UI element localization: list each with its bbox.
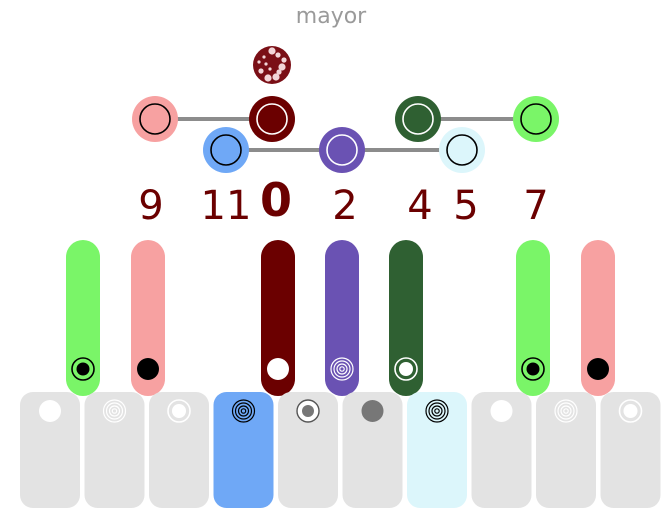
network-node-purple[interactable] [319,127,365,173]
interval-bar-4[interactable] [389,240,423,396]
solid-dot-icon [587,358,609,380]
key-k9[interactable] [536,392,596,508]
key-k1[interactable] [20,392,80,508]
node-disc [249,96,295,142]
network-node-root[interactable] [249,96,295,142]
interval-number-7: 7 [523,182,548,230]
key-k6[interactable] [343,392,403,508]
network-node-cyan[interactable] [439,127,485,173]
grey-dot-icon [362,400,384,422]
solid-dot-icon [137,358,159,380]
white-dot-icon [491,400,513,422]
interval-bar-11[interactable] [131,240,165,396]
bar-fill [325,240,359,396]
node-disc [203,127,249,173]
interval-number-0: 0 [260,176,292,224]
white-dot-icon [267,358,289,380]
key-k4[interactable] [214,392,274,508]
network-node-darkgreen[interactable] [395,96,441,142]
key-k7[interactable] [407,392,467,508]
key-k2[interactable] [85,392,145,508]
network-node-blue[interactable] [203,127,249,173]
interval-bar-9[interactable] [66,240,100,396]
interval-number-5: 5 [453,182,478,230]
node-disc [513,96,559,142]
key-k10[interactable] [601,392,661,508]
network-node-green[interactable] [513,96,559,142]
speckled-circle-icon [253,46,291,84]
interval-bar-0[interactable] [261,240,295,396]
key-k5[interactable] [278,392,338,508]
interval-bar-7[interactable] [516,240,550,396]
node-disc [395,96,441,142]
node-disc [319,127,365,173]
interval-number-11: 11 [201,182,252,230]
interval-number-9: 9 [138,182,163,230]
interval-bar-11b[interactable] [581,240,615,396]
key-k3[interactable] [149,392,209,508]
interval-bar-2[interactable] [325,240,359,396]
node-disc [439,127,485,173]
network-node-pink[interactable] [132,96,178,142]
interval-number-4: 4 [407,182,432,230]
grey-ring-dot-icon [297,400,319,422]
node-disc [132,96,178,142]
key-k8[interactable] [472,392,532,508]
white-dot-icon [39,400,61,422]
interval-number-2: 2 [332,182,357,230]
